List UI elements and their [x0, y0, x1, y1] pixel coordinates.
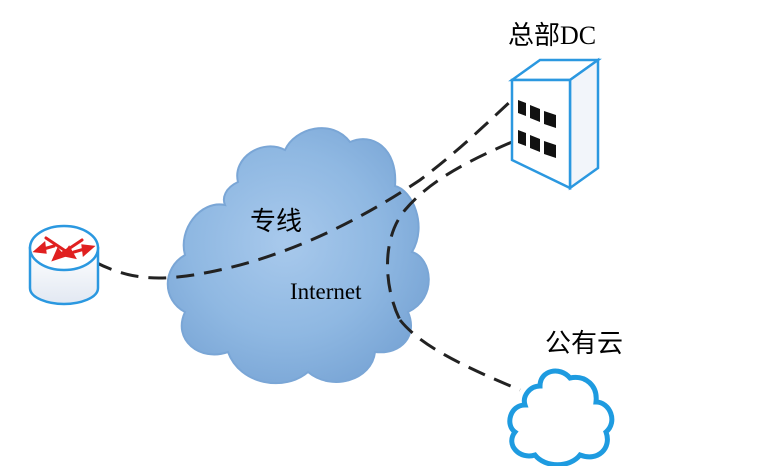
router-icon — [28, 224, 100, 306]
public-cloud-label: 公有云 — [545, 329, 623, 358]
internet-to-hq-link — [386, 140, 513, 321]
hq-label: 总部DC — [508, 21, 596, 50]
public-cloud-icon — [507, 368, 615, 466]
internet-cloud-icon — [166, 127, 430, 385]
dedicated-line-label: 专线 — [250, 207, 302, 236]
internet-to-public-cloud-link — [398, 319, 521, 392]
server-building-icon — [508, 57, 602, 191]
internet-label: Internet — [290, 279, 362, 304]
dedicated-line-link — [94, 98, 514, 280]
